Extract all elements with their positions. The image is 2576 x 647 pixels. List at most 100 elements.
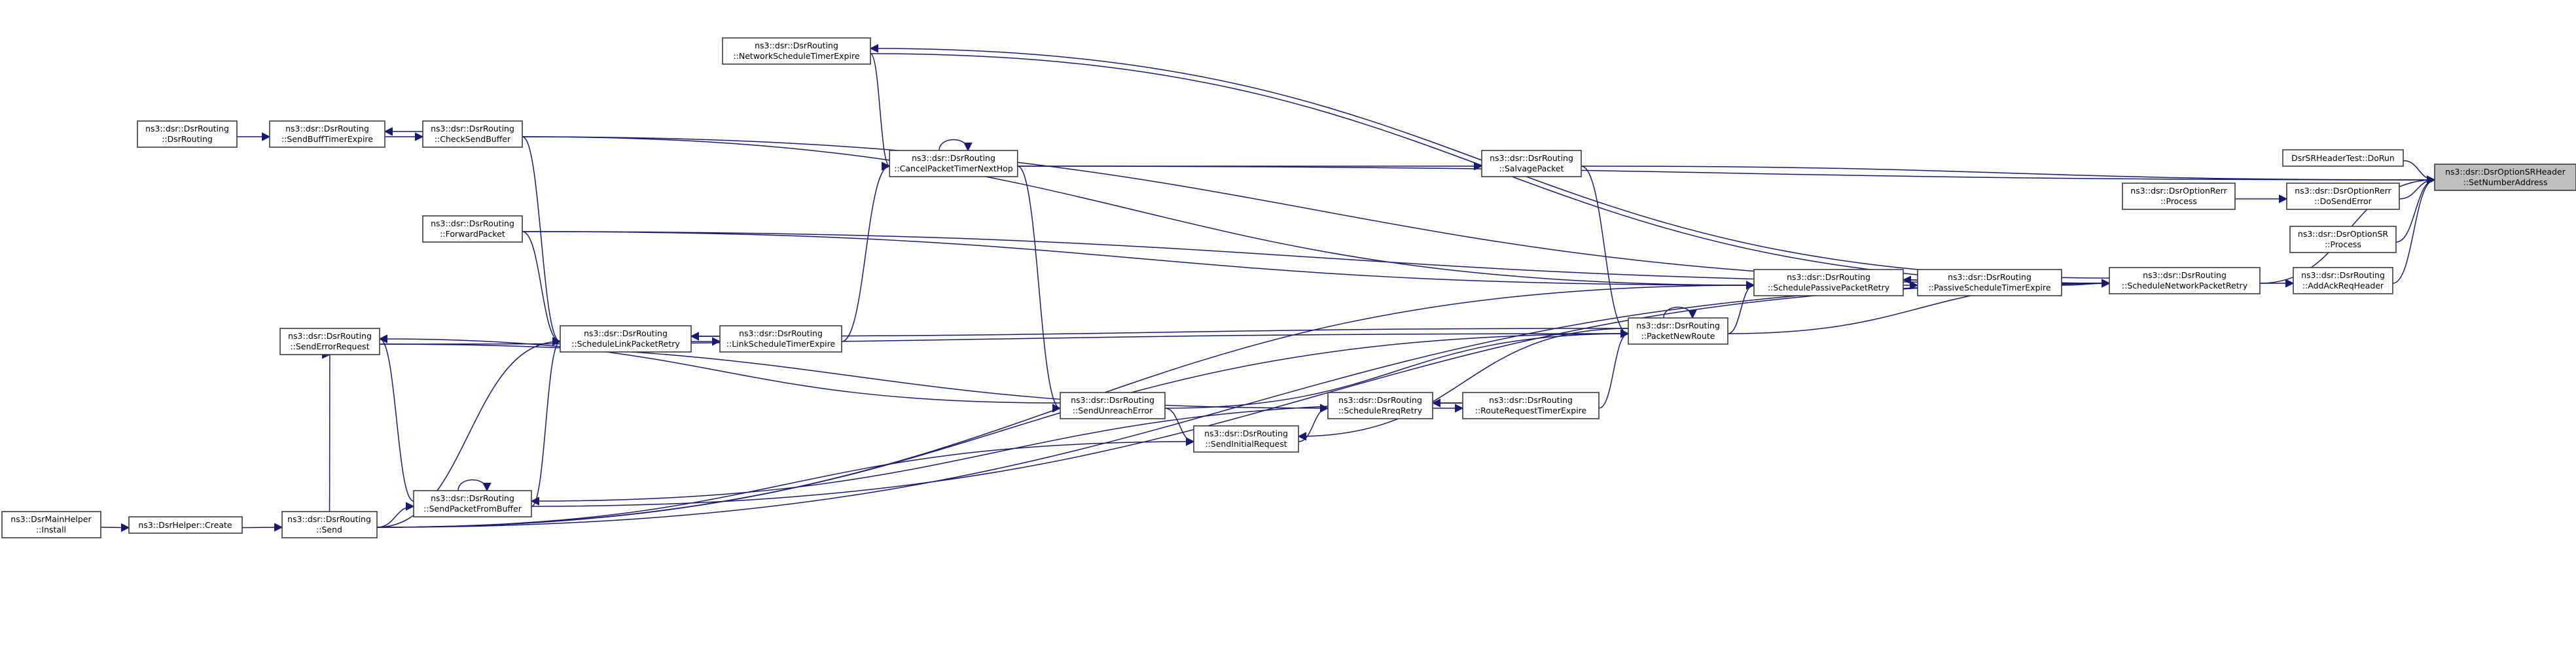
node-salvage[interactable]: ns3::dsr::DsrRouting::SalvagePacket bbox=[1481, 150, 1582, 177]
edge-packetnewroute-to-sendinitial bbox=[1297, 328, 1629, 441]
node-label: ns3::dsr::DsrRouting bbox=[431, 493, 514, 503]
node-label: ::Send bbox=[316, 525, 342, 534]
node-label: ::SchedulePassivePacketRetry bbox=[1768, 283, 1890, 292]
node-label: ns3::dsr::DsrRouting bbox=[2301, 270, 2385, 280]
node-install[interactable]: ns3::DsrMainHelper::Install bbox=[1, 511, 101, 538]
node-addack[interactable]: ns3::dsr::DsrRouting::AddAckReqHeader bbox=[2293, 267, 2393, 294]
node-dosenderror[interactable]: ns3::dsr::DsrOptionRerr::DoSendError bbox=[2286, 183, 2400, 210]
node-schedpassive[interactable]: ns3::dsr::DsrRouting::SchedulePassivePac… bbox=[1753, 269, 1904, 296]
node-label: ::SendBuffTimerExpire bbox=[281, 134, 373, 144]
node-senderror[interactable]: ns3::dsr::DsrRouting::SendErrorRequest bbox=[279, 328, 380, 355]
node-cancel[interactable]: ns3::dsr::DsrRouting::CancelPacketTimerN… bbox=[889, 150, 1018, 177]
edge-send-to-sendinitial bbox=[376, 437, 1195, 528]
node-linktimer[interactable]: ns3::dsr::DsrRouting::LinkScheduleTimerE… bbox=[719, 325, 842, 353]
node-rreqtimer[interactable]: ns3::dsr::DsrRouting::RouteRequestTimerE… bbox=[1462, 392, 1600, 419]
edge-rreqtimer-to-sendfrombuf bbox=[530, 402, 1463, 506]
node-dorun[interactable]: DsrSRHeaderTest::DoRun bbox=[2282, 149, 2404, 167]
node-label: ns3::dsr::DsrRouting bbox=[287, 514, 371, 524]
nodes-layer: ns3::dsr::DsrOptionSRHeader::SetNumberAd… bbox=[1, 37, 2576, 538]
node-sendbufftimer[interactable]: ns3::dsr::DsrRouting::SendBuffTimerExpir… bbox=[269, 120, 385, 148]
edge-salvage-to-setnum bbox=[1581, 166, 2436, 184]
edge-senderror-to-schedrreq bbox=[379, 343, 1329, 413]
node-label: ns3::dsr::DsrRouting bbox=[739, 328, 823, 338]
node-label: ns3::dsr::DsrRouting bbox=[1338, 395, 1422, 405]
node-forward[interactable]: ns3::dsr::DsrRouting::ForwardPacket bbox=[422, 215, 523, 243]
node-label: ns3::dsr::DsrRouting bbox=[1948, 272, 2031, 282]
edge-sendfrombuf-to-schednet bbox=[531, 279, 2111, 507]
edge-sendunreach-to-sendinitial bbox=[1164, 408, 1195, 446]
node-label: ns3::dsr::DsrOptionSR bbox=[2298, 229, 2389, 239]
node-label: ns3::dsr::DsrRouting bbox=[288, 331, 372, 341]
edge-packetnewroute-to-schedlink bbox=[690, 328, 1629, 341]
edge-send-to-packetnewroute bbox=[376, 329, 1630, 528]
edge-salvage-to-packetnewroute bbox=[1581, 166, 1630, 338]
node-label: ::SendErrorRequest bbox=[290, 341, 369, 351]
node-label: ns3::dsr::DsrRouting bbox=[584, 328, 668, 338]
node-schedrreq[interactable]: ns3::dsr::DsrRouting::ScheduleRreqRetry bbox=[1327, 392, 1433, 419]
node-label: ::ScheduleRreqRetry bbox=[1338, 406, 1423, 415]
node-ctor[interactable]: ns3::dsr::DsrRouting::DsrRouting bbox=[137, 120, 238, 148]
edges-layer bbox=[100, 44, 2436, 533]
node-label: ns3::dsr::DsrRouting bbox=[431, 124, 514, 133]
node-label: ::SendUnreachError bbox=[1073, 406, 1153, 415]
node-sendunreach[interactable]: ns3::dsr::DsrRouting::SendUnreachError bbox=[1060, 392, 1166, 419]
edge-cancel-to-setnum bbox=[1017, 166, 2436, 184]
edge-create-to-send bbox=[241, 523, 283, 532]
node-label: ::SendPacketFromBuffer bbox=[423, 504, 522, 514]
node-sendinitial[interactable]: ns3::dsr::DsrRouting::SendInitialRequest bbox=[1193, 425, 1299, 453]
edge-send-to-schednet bbox=[376, 279, 2111, 528]
node-schednet[interactable]: ns3::dsr::DsrRouting::ScheduleNetworkPac… bbox=[2109, 267, 2261, 294]
node-label: ::Process bbox=[2325, 239, 2361, 249]
edge-sendfrombuf-to-sendfrombuf bbox=[457, 479, 492, 492]
node-label: ns3::dsr::DsrOptionRerr bbox=[2130, 186, 2227, 196]
edge-send-to-schedlink bbox=[376, 337, 562, 528]
node-label: ns3::dsr::DsrRouting bbox=[1636, 321, 1720, 330]
edge-sendfrombuf-to-senderror bbox=[378, 334, 414, 502]
node-label: ::NetworkScheduleTimerExpire bbox=[733, 51, 859, 61]
edge-send-to-senderror bbox=[321, 354, 331, 512]
node-label: ::ScheduleNetworkPacketRetry bbox=[2122, 281, 2248, 290]
edge-forward-to-schedlink bbox=[522, 231, 562, 346]
node-label: ::PassiveScheduleTimerExpire bbox=[1928, 283, 2050, 292]
edge-packetnewroute-to-schedpassive bbox=[1727, 281, 1755, 334]
edge-cancel-to-cancel bbox=[939, 139, 973, 152]
edge-checksend-to-schednet bbox=[522, 136, 2111, 288]
node-label: ::PacketNewRoute bbox=[1641, 331, 1715, 341]
node-label: ::DoSendError bbox=[2314, 196, 2372, 206]
node-label: ns3::dsr::DsrRouting bbox=[1490, 153, 1573, 163]
node-label: ::SalvagePacket bbox=[1499, 164, 1564, 173]
node-label: ns3::DsrMainHelper bbox=[10, 514, 92, 524]
node-label: ::ScheduleLinkPacketRetry bbox=[571, 339, 680, 349]
node-label: ns3::dsr::DsrRouting bbox=[1071, 395, 1154, 405]
node-passivetimer[interactable]: ns3::dsr::DsrRouting::PassiveScheduleTim… bbox=[1917, 269, 2062, 296]
node-create[interactable]: ns3::DsrHelper::Create bbox=[128, 516, 243, 534]
edge-cancel-to-sendunreach bbox=[1017, 166, 1062, 413]
node-label: ns3::dsr::DsrRouting bbox=[2143, 270, 2227, 280]
edge-dorun-to-setnum bbox=[2403, 160, 2436, 184]
node-label: DsrSRHeaderTest::DoRun bbox=[2291, 153, 2395, 163]
node-nettimer[interactable]: ns3::dsr::DsrRouting::NetworkScheduleTim… bbox=[722, 37, 871, 65]
node-label: ns3::DsrHelper::Create bbox=[138, 520, 232, 530]
edge-nettimer-to-cancel bbox=[870, 53, 891, 171]
node-send[interactable]: ns3::dsr::DsrRouting::Send bbox=[281, 511, 378, 538]
node-label: ::SendInitialRequest bbox=[1205, 439, 1287, 449]
node-schedlink[interactable]: ns3::dsr::DsrRouting::ScheduleLinkPacket… bbox=[560, 325, 692, 353]
node-rerrprocess[interactable]: ns3::dsr::DsrOptionRerr::Process bbox=[2122, 183, 2236, 210]
node-sendfrombuf[interactable]: ns3::dsr::DsrRouting::SendPacketFromBuff… bbox=[413, 490, 532, 517]
node-packetnewroute[interactable]: ns3::dsr::DsrRouting::PacketNewRoute bbox=[1628, 317, 1728, 345]
node-srprocess[interactable]: ns3::dsr::DsrOptionSR::Process bbox=[2289, 226, 2397, 253]
node-label: ns3::dsr::DsrRouting bbox=[1489, 395, 1573, 405]
node-setnum[interactable]: ns3::dsr::DsrOptionSRHeader::SetNumberAd… bbox=[2434, 164, 2576, 191]
edge-checksend-to-schedpassive bbox=[522, 136, 1755, 290]
node-label: ns3::dsr::DsrRouting bbox=[912, 153, 995, 163]
node-label: ::Install bbox=[36, 525, 66, 534]
edge-checksend-to-schedlink bbox=[522, 136, 562, 346]
node-label: ns3::dsr::DsrRouting bbox=[145, 124, 229, 133]
node-label: ns3::dsr::DsrRouting bbox=[1787, 272, 1870, 282]
edge-rreqtimer-to-packetnewroute bbox=[1598, 329, 1630, 409]
node-label: ns3::dsr::DsrRouting bbox=[285, 124, 369, 133]
node-label: ns3::dsr::DsrOptionSRHeader bbox=[2445, 167, 2566, 177]
node-checksend[interactable]: ns3::dsr::DsrRouting::CheckSendBuffer bbox=[422, 120, 523, 148]
node-label: ::AddAckReqHeader bbox=[2302, 281, 2384, 290]
